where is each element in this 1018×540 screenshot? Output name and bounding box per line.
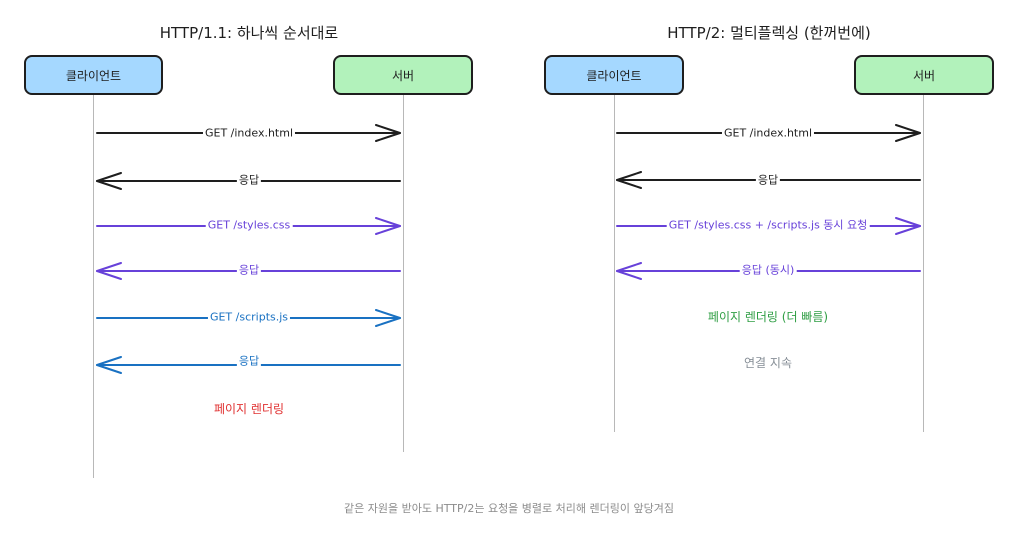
http2-msg-label-0: GET /index.html xyxy=(721,126,815,140)
http2-msg-label-1: 응답 xyxy=(755,173,781,187)
http2-note-0: 페이지 렌더링 (더 빠름) xyxy=(707,310,829,324)
http1-msg-label-3: 응답 xyxy=(236,263,262,277)
http2-client-box: 클라이언트 xyxy=(544,55,684,95)
http1-msg-label-1: 응답 xyxy=(236,173,262,187)
http2-client-lifeline xyxy=(614,95,615,432)
http1-msg-label-0: GET /index.html xyxy=(202,126,296,140)
http2-server-box: 서버 xyxy=(854,55,994,95)
caption: 같은 자원을 받아도 HTTP/2는 요청을 병렬로 처리해 렌더링이 앞당겨짐 xyxy=(344,502,674,515)
http1-msg-label-5: 응답 xyxy=(236,354,262,368)
http2-server-lifeline xyxy=(923,95,924,432)
http1-note-0: 페이지 렌더링 xyxy=(213,402,285,416)
http1-server-box: 서버 xyxy=(333,55,473,95)
http2-msg-label-2: GET /styles.css + /scripts.js 동시 요청 xyxy=(666,218,870,232)
http1-msg-label-4: GET /scripts.js xyxy=(207,310,291,324)
http1-title: HTTP/1.1: 하나씩 순서대로 xyxy=(159,24,339,42)
http1-client-lifeline xyxy=(93,95,94,478)
http2-title: HTTP/2: 멀티플렉싱 (한꺼번에) xyxy=(667,24,871,42)
http1-msg-label-2: GET /styles.css xyxy=(205,218,293,232)
http1-server-lifeline xyxy=(403,95,404,452)
http1-client-box: 클라이언트 xyxy=(24,55,163,95)
http2-note-1: 연결 지속 xyxy=(744,356,792,370)
http2-msg-label-3: 응답 (동시) xyxy=(739,263,797,277)
